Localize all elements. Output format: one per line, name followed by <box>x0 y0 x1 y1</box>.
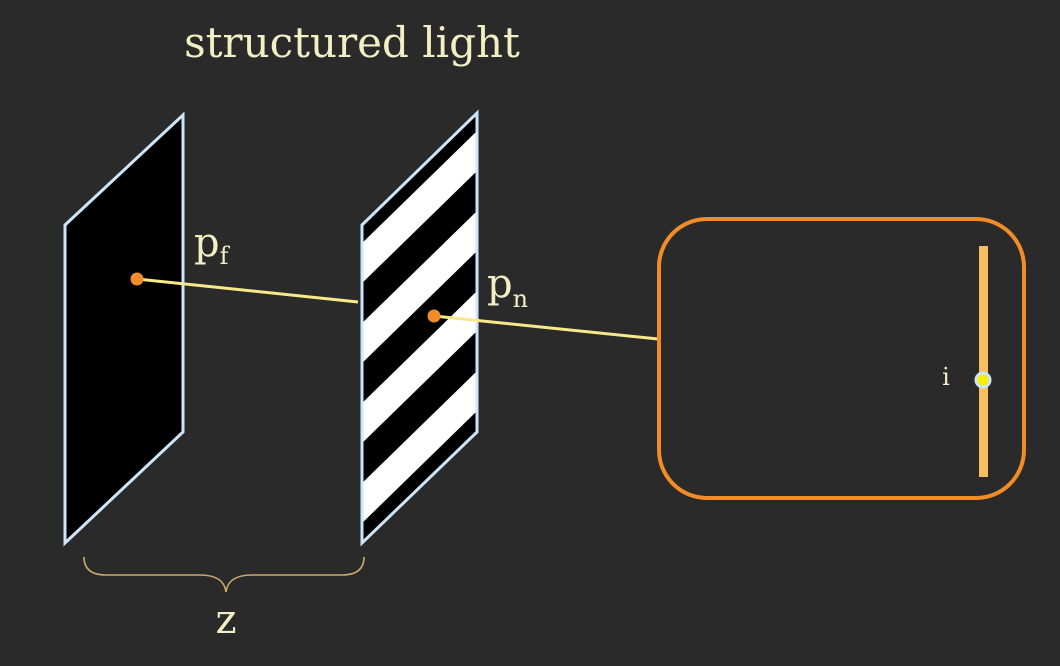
near-point-subscript: n <box>513 285 528 313</box>
far-point-symbol: p <box>194 220 220 266</box>
camera-body <box>657 217 1026 500</box>
dark-stripe <box>362 243 477 410</box>
depth-brace <box>83 556 365 593</box>
near-plane-frame <box>360 109 479 547</box>
near-point-label: pn <box>487 261 528 313</box>
far-point-subscript: f <box>220 242 231 270</box>
pixel-marker <box>974 371 992 389</box>
diagram-title: structured light <box>184 18 520 67</box>
near-point-marker <box>427 309 441 323</box>
far-point-marker <box>130 272 144 286</box>
image-sensor <box>979 246 988 477</box>
pixel-label: i <box>942 363 950 391</box>
dark-stripe <box>362 163 477 330</box>
depth-label: z <box>215 597 236 643</box>
far-plane <box>63 111 185 547</box>
dark-stripe <box>362 323 477 490</box>
ray-near-segment <box>433 314 659 341</box>
ray-far-segment <box>136 277 359 304</box>
far-point-label: pf <box>194 220 231 270</box>
near-point-symbol: p <box>487 261 513 307</box>
